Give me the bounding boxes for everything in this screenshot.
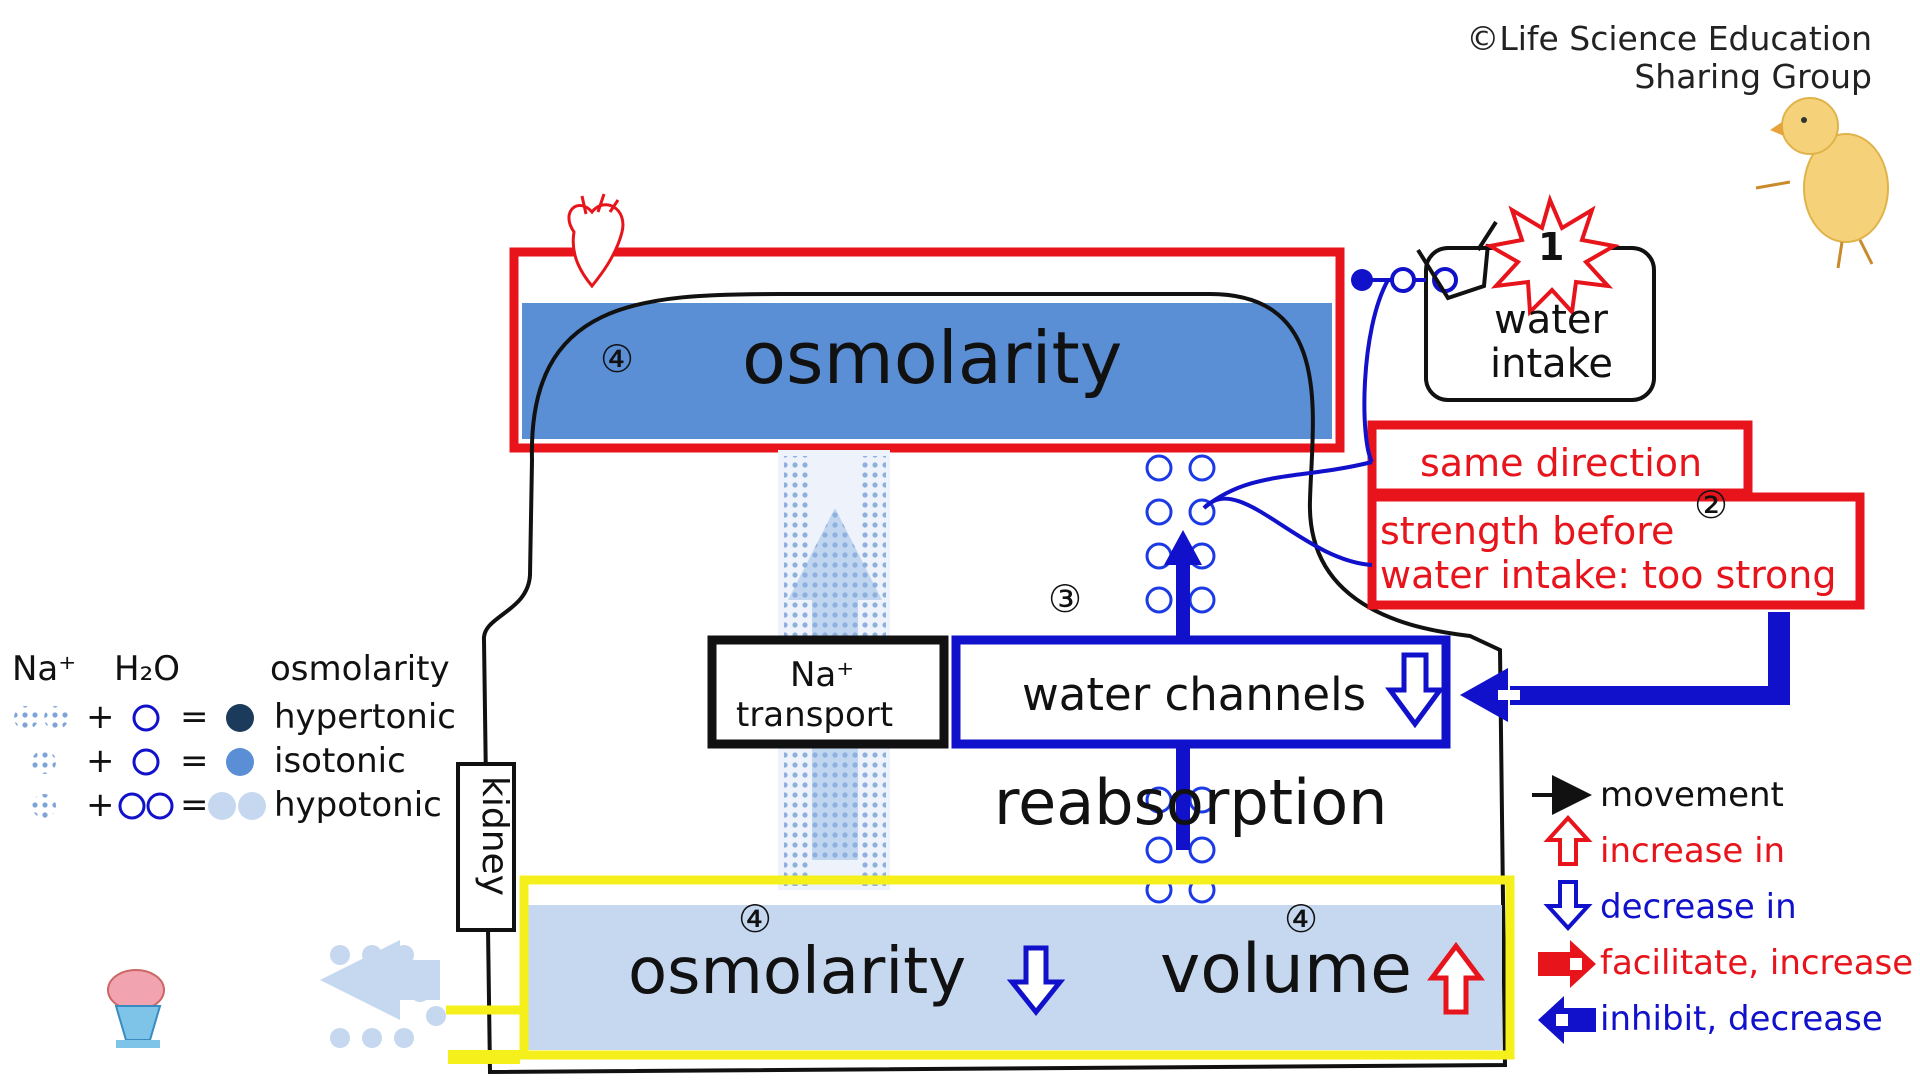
arrow-legend-symbols [1532, 775, 1596, 1044]
chick-icon [1755, 97, 1889, 269]
na-legend-symbols [14, 704, 266, 820]
na-transport-box [707, 635, 949, 749]
credit-line2: Sharing Group [1634, 57, 1872, 96]
legend-increase: increase in [1600, 831, 1786, 871]
legend-facilitate: facilitate, increase [1600, 943, 1914, 983]
urine-marker-right: ④ [1284, 897, 1319, 941]
heart-icon [567, 193, 625, 289]
strength-line2: water intake: too strong [1380, 553, 1837, 597]
legend-eq-1: = [180, 697, 209, 737]
urine-compartment [446, 875, 1515, 1064]
strength-box [1367, 492, 1865, 610]
water-channels-label: water channels [1022, 668, 1367, 721]
water-intake-line2: intake [1490, 341, 1614, 387]
legend-label-hypotonic: hypotonic [274, 785, 442, 825]
urine-osmolarity-label: osmolarity [628, 935, 967, 1009]
na-transport-line2: transport [736, 695, 894, 735]
legend-decrease: decrease in [1600, 887, 1797, 927]
blood-compartment [509, 247, 1345, 453]
urine-marker-left: ④ [738, 897, 773, 941]
cup-icon [1416, 220, 1498, 301]
same-direction-box [1367, 420, 1753, 498]
inhibit-arrow [1460, 612, 1790, 722]
credit-line1: ©Life Science Education [1466, 19, 1872, 58]
water-channels-box [951, 635, 1451, 749]
burst-icon [1484, 194, 1620, 317]
legend-eq-2: = [180, 741, 209, 781]
kidney-marker3: ③ [1048, 577, 1083, 621]
na-transport-line1: Na⁺ [790, 655, 855, 695]
water-up-arrow [1164, 530, 1202, 850]
legend-header-h2o: H₂O [114, 649, 180, 689]
water-column [1145, 454, 1216, 904]
water-channels-decrease-arrow [1385, 652, 1445, 729]
water-intake-line1: water [1494, 297, 1608, 343]
legend-eq-3: = [180, 785, 209, 825]
strength-line1: strength before [1380, 509, 1675, 553]
kidney-outline [482, 292, 1508, 1075]
legend-plus-1: + [86, 697, 115, 737]
legend-label-isotonic: isotonic [274, 741, 406, 781]
legend-movement: movement [1600, 775, 1784, 815]
legend-plus-3: + [86, 785, 115, 825]
note-marker: ② [1694, 483, 1729, 527]
toilet-icon [107, 969, 165, 1048]
legend-plus-2: + [86, 741, 115, 781]
legend-label-hypertonic: hypertonic [274, 697, 456, 737]
same-direction-text: same direction [1420, 441, 1703, 485]
urine-osmolarity-decrease-arrow [1006, 945, 1066, 1017]
legend-header-na: Na⁺ [12, 649, 77, 689]
reabsorption-label: reabsorption [994, 766, 1388, 839]
urine-outflow-arrow [320, 940, 446, 1048]
urine-volume-label: volume [1160, 930, 1412, 1009]
intake-marker: 1 [1538, 225, 1565, 269]
legend-inhibit: inhibit, decrease [1600, 999, 1883, 1039]
blood-marker: ④ [600, 337, 635, 381]
blood-osmolarity-label: osmolarity [742, 316, 1123, 400]
kidney-label: kidney [474, 776, 515, 896]
kidney-label-box [456, 762, 516, 932]
legend-header-osmolarity: osmolarity [270, 649, 450, 689]
urine-volume-increase-arrow [1427, 941, 1485, 1015]
